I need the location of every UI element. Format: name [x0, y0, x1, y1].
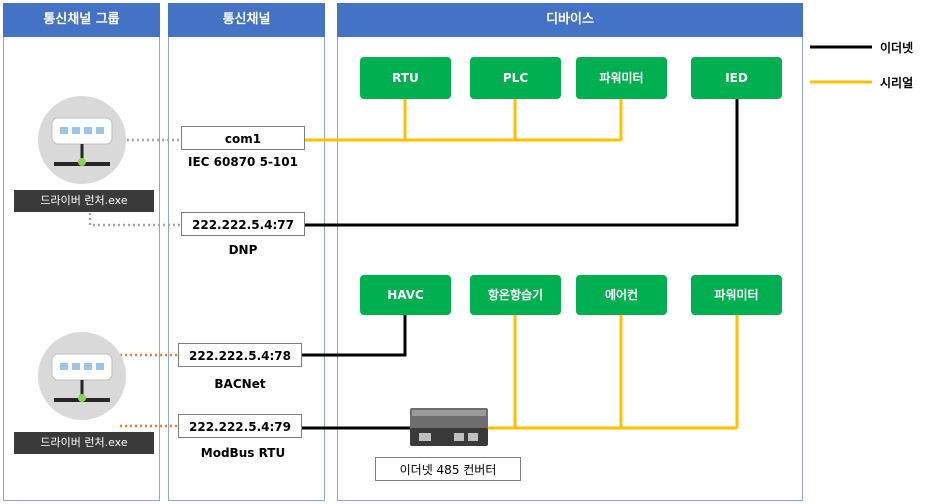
device-thermo-hygrostat[interactable]: 항온항습기 — [470, 275, 561, 315]
router-icon — [38, 332, 126, 420]
launcher1-link-dnp — [88, 208, 180, 227]
ethernet-bacnet-havc — [302, 310, 407, 357]
channel-protocol-iec: IEC 60870 5-101 — [188, 155, 298, 169]
legend-serial-label: 시리얼 — [880, 76, 914, 90]
device-powermeter[interactable]: 파워미터 — [576, 57, 667, 99]
router-icon — [38, 96, 126, 184]
converter-label: 이더넷 485 컨버터 — [375, 457, 521, 481]
converter-icon — [410, 408, 488, 446]
channel-column-title: 통신채널 — [168, 3, 325, 37]
device-ied[interactable]: IED — [691, 57, 782, 99]
device-plc[interactable]: PLC — [470, 57, 561, 99]
channel-address-dnp[interactable]: 222.222.5.4:77 — [181, 212, 305, 236]
channel-address-modbus[interactable]: 222.222.5.4:79 — [178, 414, 302, 438]
device-rtu[interactable]: RTU — [360, 57, 451, 99]
channel-address-com1[interactable]: com1 — [181, 126, 305, 150]
channel-protocol-modbus: ModBus RTU — [200, 446, 286, 460]
channel-protocol-dnp: DNP — [228, 243, 258, 257]
legend-ethernet-label: 이더넷 — [880, 41, 914, 55]
launcher-label-1: 드라이버 런처.exe — [14, 190, 154, 212]
ethernet-dnp-ied — [305, 99, 739, 227]
device-powermeter-2[interactable]: 파워미터 — [691, 275, 782, 315]
group-column-title: 통신채널 그룹 — [3, 3, 160, 37]
launcher-label-2: 드라이버 런처.exe — [14, 432, 154, 454]
channel-address-bacnet[interactable]: 222.222.5.4:78 — [178, 343, 302, 367]
device-havc[interactable]: HAVC — [360, 275, 451, 315]
device-aircon[interactable]: 에어컨 — [576, 275, 667, 315]
channel-protocol-bacnet: BACNet — [214, 377, 266, 391]
device-column-title: 디바이스 — [337, 3, 803, 37]
